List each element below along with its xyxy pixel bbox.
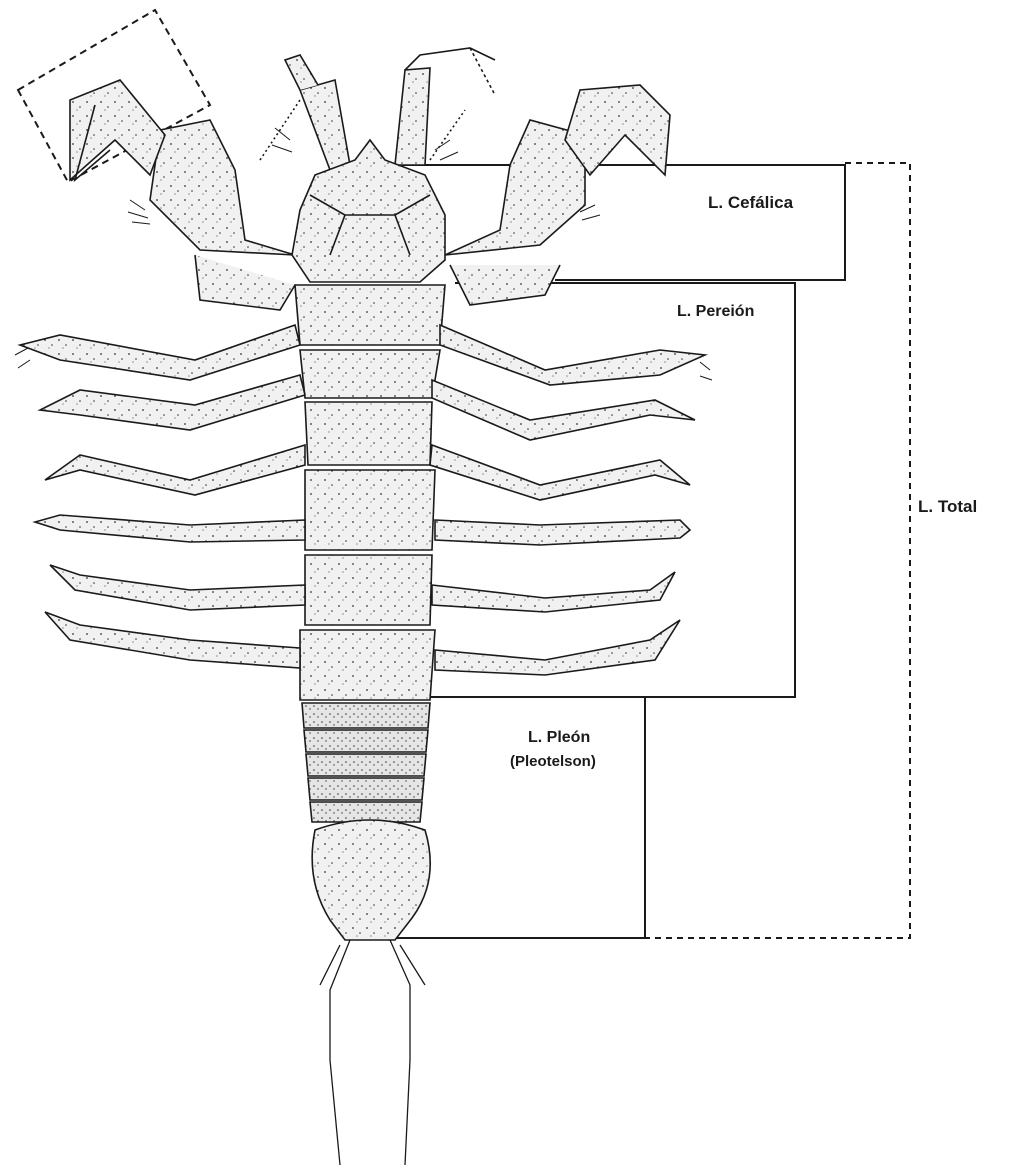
left-pereopods [20, 325, 305, 668]
label-cefalica: L. Cefálica [708, 193, 794, 212]
uropods [320, 940, 425, 1165]
label-total: L. Total [918, 497, 977, 516]
left-cheliped [70, 80, 295, 310]
pleonites [302, 703, 430, 822]
crustacean-body [15, 48, 712, 1165]
pereonites [295, 285, 445, 700]
label-pleotelson: (Pleotelson) [510, 753, 596, 770]
right-pereopods [430, 325, 705, 675]
right-cheliped [445, 85, 670, 305]
pleotelson [312, 820, 430, 940]
label-pleon: L. Pleón [528, 729, 590, 746]
label-pereion: L. Pereión [677, 303, 754, 320]
